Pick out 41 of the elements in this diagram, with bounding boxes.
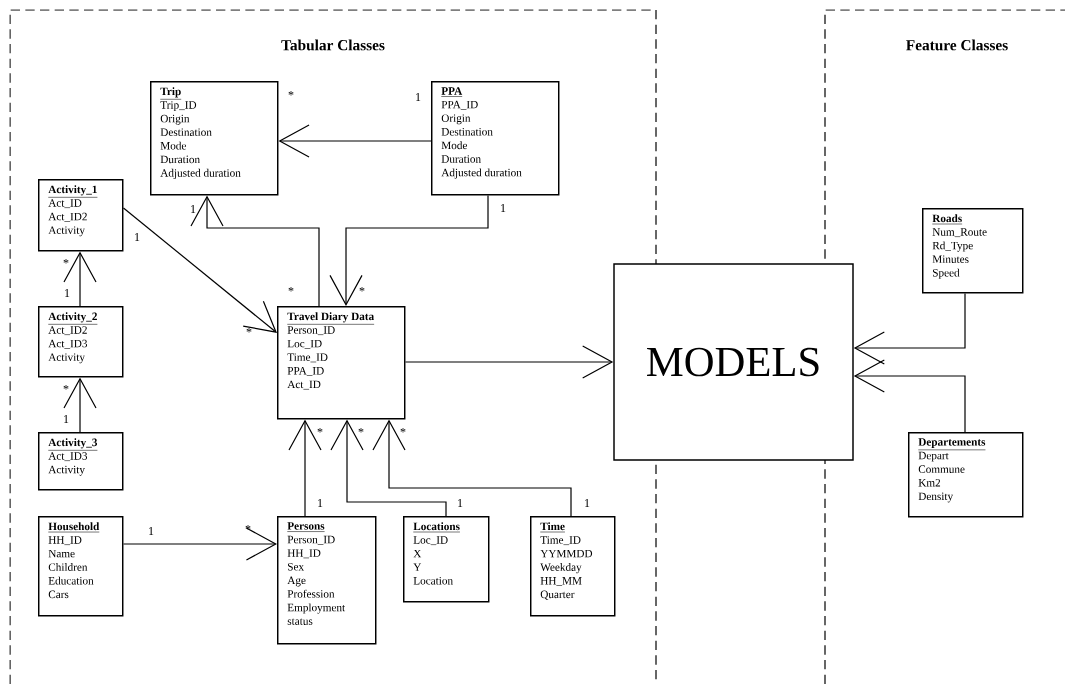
class-box: Trip Trip_ID Origin Destination Mode Duration Adjusted duration (150, 81, 279, 196)
multiplicity-label: * (400, 428, 406, 433)
multiplicity-label: * (63, 259, 69, 264)
class-box: Time Time_ID YYMMDD Weekday HH_MM Quarter (530, 516, 616, 617)
arrow (190, 195, 320, 307)
multiplicity-label: 1 (135, 233, 140, 241)
arrow (329, 194, 489, 306)
class-box: Activity_1 Act_ID Act_ID2 Activity (38, 179, 124, 252)
class-box: Roads Num_Route Rd_Type Minutes Speed (922, 208, 1024, 294)
multiplicity-label: * (245, 525, 251, 530)
arrow (122, 527, 277, 561)
class-box: Activity_2 Act_ID2 Act_ID3 Activity (38, 306, 124, 378)
multiplicity-label: * (317, 428, 323, 433)
multiplicity-label: * (288, 287, 294, 292)
class-box: Locations Loc_ID X Y Location (403, 516, 490, 603)
class-box: Household HH_ID Name Children Education Cars (38, 516, 124, 617)
arrow (122, 207, 277, 333)
arrow (278, 124, 432, 158)
class-box: Departements Depart Commune Km2 Density (908, 432, 1024, 518)
multiplicity-label: * (358, 428, 364, 433)
multiplicity-label: 1 (65, 289, 70, 297)
arrow (372, 419, 572, 517)
multiplicity-label: * (63, 385, 69, 390)
multiplicity-label: 1 (191, 205, 196, 213)
arrow (853, 292, 966, 365)
models-box: MODELS (613, 263, 854, 461)
class-box: Persons Person_ID HH_ID Sex Age Profession Employment status (277, 516, 377, 645)
arrow (404, 345, 614, 379)
multiplicity-label: * (359, 287, 365, 292)
multiplicity-label: 1 (416, 93, 421, 101)
multiplicity-label: 1 (149, 527, 154, 535)
class-box: PPA PPA_ID Origin Destination Mode Duration Adjusted duration (431, 81, 560, 196)
arrow (330, 419, 447, 517)
multiplicity-label: 1 (458, 499, 463, 507)
arrow (853, 359, 966, 433)
region-title: Tabular Classes (281, 39, 385, 51)
class-box: Travel Diary Data Person_ID Loc_ID Time_ID PPA_ID Act_ID (277, 306, 406, 420)
multiplicity-label: * (246, 328, 252, 333)
region-title: Feature Classes (906, 39, 1008, 51)
class-box: Activity_3 Act_ID3 Activity (38, 432, 124, 491)
arrow (288, 419, 322, 517)
